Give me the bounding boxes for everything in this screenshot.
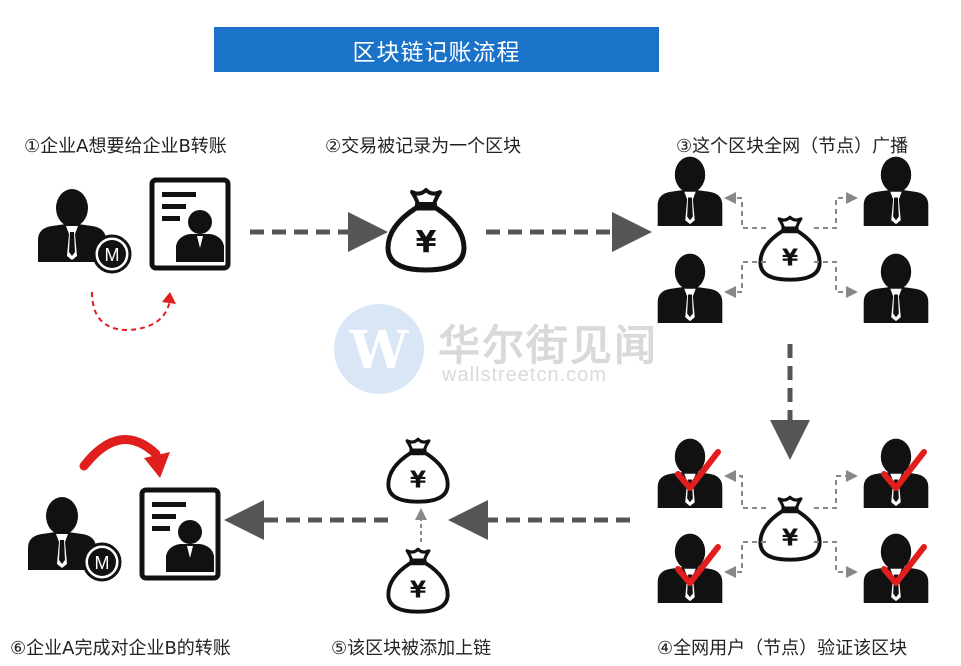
verify-arrows — [724, 470, 858, 578]
broadcast-moneybag-icon — [758, 215, 822, 282]
verify-moneybag-icon — [758, 495, 822, 562]
verify-node-bottom-left-icon — [657, 533, 723, 603]
node-top-right-icon — [863, 156, 929, 226]
step-4-label: ④全网用户（节点）验证该区块 — [657, 638, 908, 659]
broadcast-arrows — [724, 192, 858, 298]
watermark-name: 华尔街见闻 — [438, 321, 659, 370]
enterprise-b-card-icon — [152, 180, 228, 268]
chain-block-top-icon — [386, 437, 450, 504]
node-bottom-left-icon — [657, 253, 723, 323]
node-top-left-icon — [657, 156, 723, 226]
step-3-label: ③这个区块全网（节点）广播 — [676, 136, 909, 157]
svg-text:M: M — [105, 245, 120, 265]
watermark-url: wallstreetcn.com — [442, 364, 607, 386]
badge-m-final-icon: M — [82, 542, 122, 582]
watermark-logo-letter: W — [349, 320, 410, 381]
red-transfer-arrowhead — [144, 452, 170, 478]
step-6-label: ⑥企业A完成对企业B的转账 — [10, 638, 231, 659]
block-moneybag-icon — [388, 190, 464, 270]
watermark-logo: W — [334, 304, 424, 394]
diagram-title: 区块链记账流程 — [214, 27, 659, 72]
red-dashed-arrowhead — [162, 292, 176, 304]
node-bottom-right-icon — [863, 253, 929, 323]
red-transfer-arrow — [79, 435, 161, 471]
step-5-label: ⑤该区块被添加上链 — [331, 638, 492, 659]
chain-block-bottom-icon — [386, 547, 450, 614]
step-2-label: ②交易被记录为一个区块 — [325, 136, 522, 157]
red-dashed-arrow — [91, 291, 171, 332]
verify-node-bottom-right-icon — [863, 533, 929, 603]
verify-node-top-right-icon — [863, 438, 929, 508]
enterprise-b-final-card-icon — [142, 490, 218, 578]
badge-m-icon: M — [92, 234, 132, 274]
svg-text:M: M — [95, 553, 110, 573]
step-1-label: ①企业A想要给企业B转账 — [24, 136, 227, 157]
verify-node-top-left-icon — [657, 438, 723, 508]
